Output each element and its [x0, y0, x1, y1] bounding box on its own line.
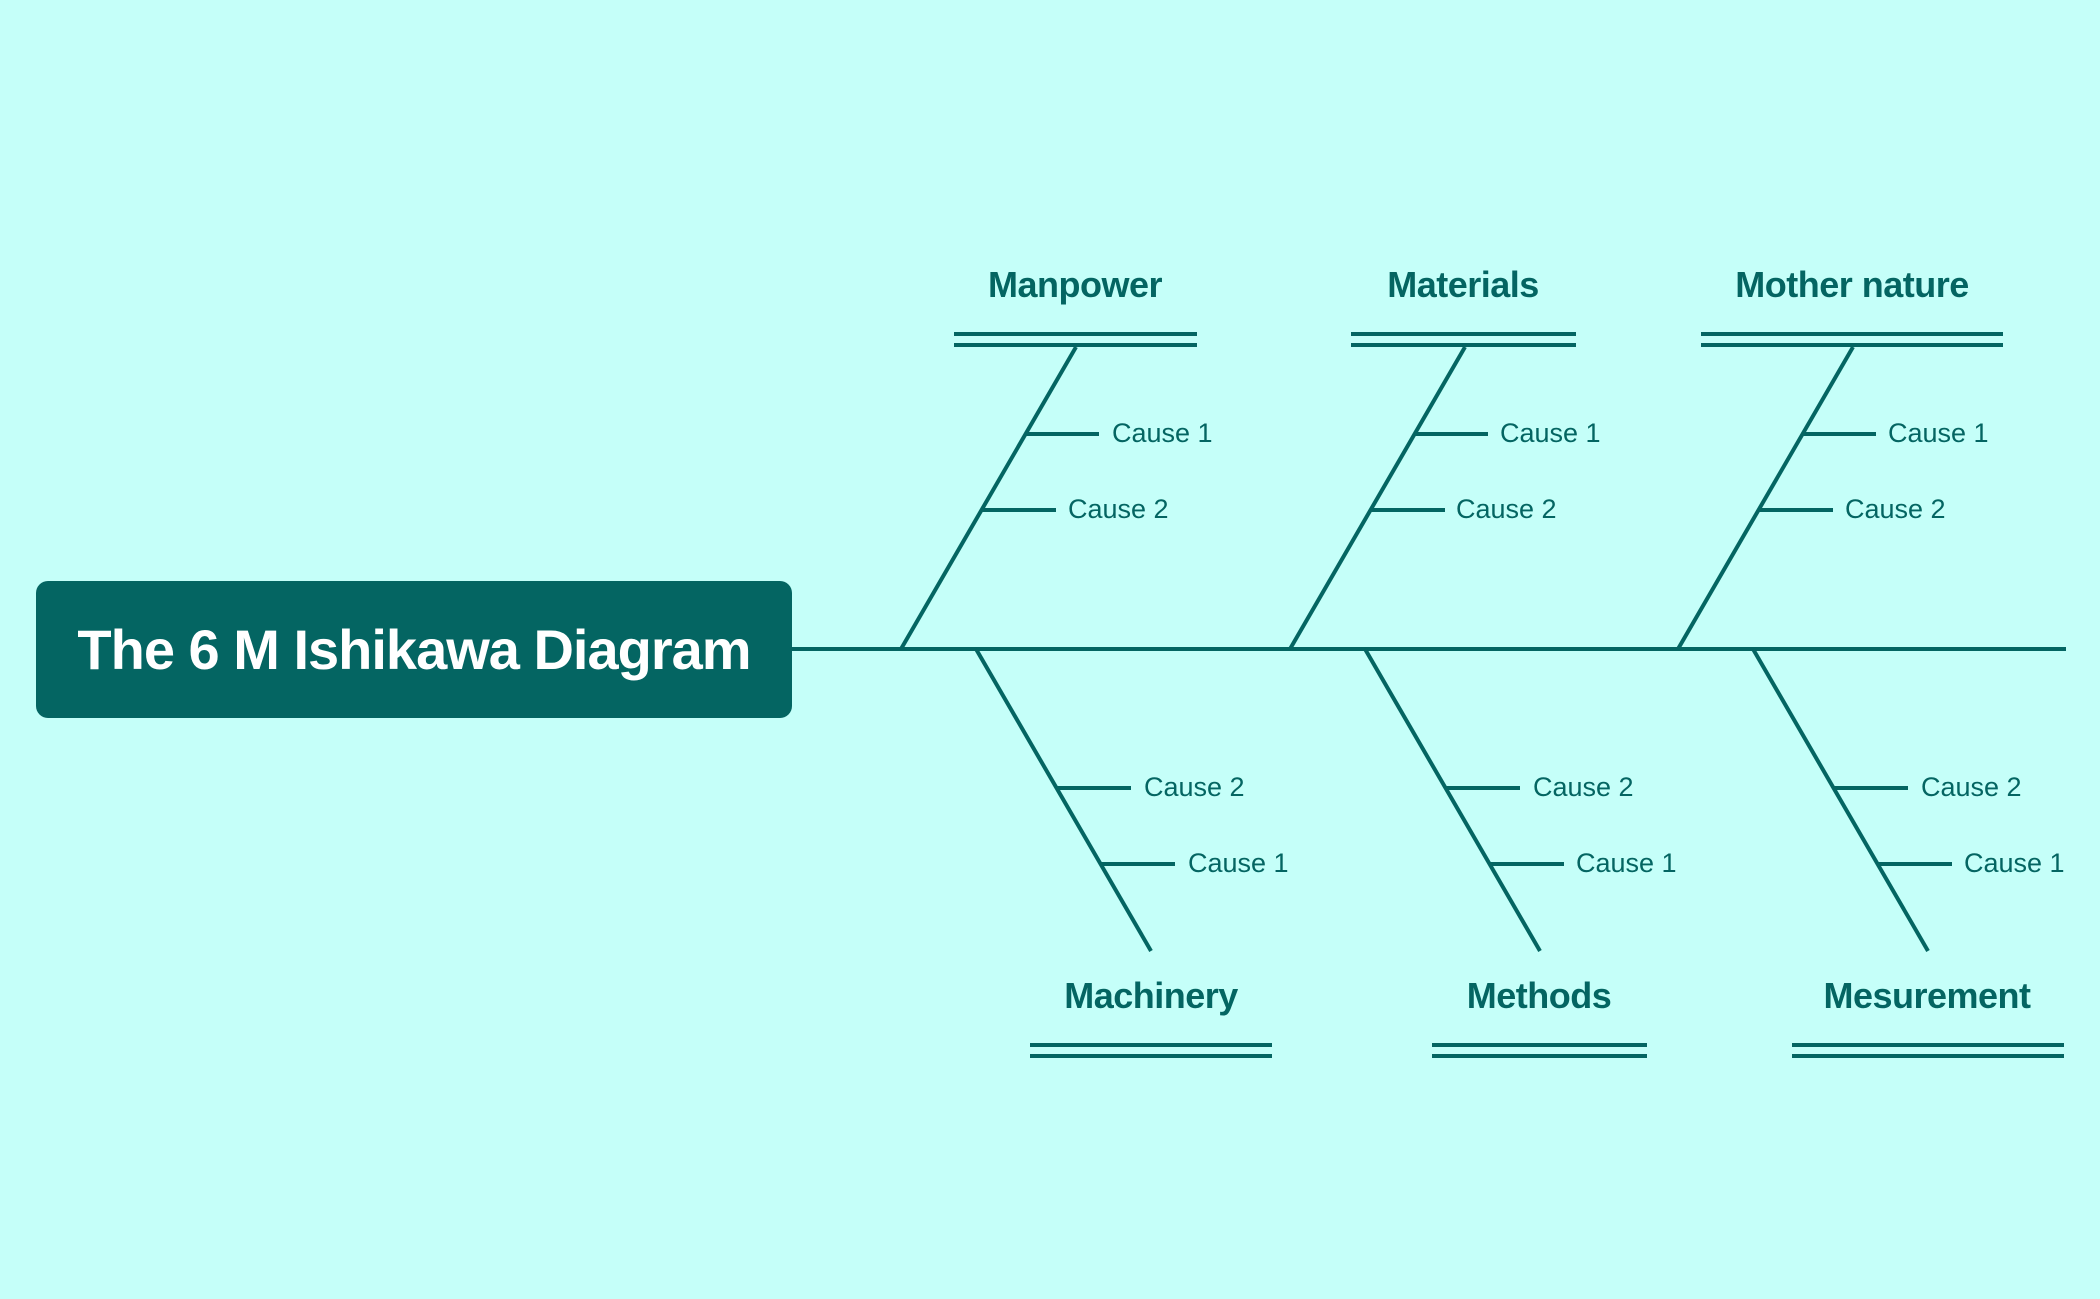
cause-label-mother-nature-2: Cause 2 [1845, 494, 1946, 524]
bone-materials [1288, 345, 1467, 651]
cause-label-materials-1: Cause 1 [1500, 418, 1601, 448]
underline-manpower [954, 332, 1197, 347]
bone-machinery [974, 647, 1153, 953]
category-label-mother-nature: Mother nature [1735, 264, 1969, 305]
category-label-methods: Methods [1466, 975, 1612, 1016]
underline-methods [1432, 1043, 1647, 1058]
underline-mother-nature [1701, 332, 2003, 347]
category-label-materials: Materials [1387, 264, 1539, 305]
category-label-mesurement: Mesurement [1823, 975, 2031, 1016]
bone-mother-nature [1676, 345, 1855, 651]
bone-mesurement [1751, 647, 1930, 953]
cause-label-methods-1: Cause 1 [1576, 848, 1677, 878]
cause-label-machinery-2: Cause 2 [1144, 772, 1245, 802]
underline-machinery [1030, 1043, 1272, 1058]
cause-label-mother-nature-1: Cause 1 [1888, 418, 1989, 448]
diagram-title: The 6 M Ishikawa Diagram [36, 581, 792, 718]
category-label-manpower: Manpower [987, 264, 1163, 305]
category-label-machinery: Machinery [1064, 975, 1238, 1016]
cause-label-manpower-1: Cause 1 [1112, 418, 1213, 448]
cause-label-methods-2: Cause 2 [1533, 772, 1634, 802]
bone-methods [1363, 647, 1542, 953]
cause-label-mesurement-2: Cause 2 [1921, 772, 2022, 802]
cause-label-mesurement-1: Cause 1 [1964, 848, 2065, 878]
underline-materials [1351, 332, 1576, 347]
cause-label-manpower-2: Cause 2 [1068, 494, 1169, 524]
cause-label-machinery-1: Cause 1 [1188, 848, 1289, 878]
bone-manpower [899, 345, 1078, 651]
cause-label-materials-2: Cause 2 [1456, 494, 1557, 524]
underline-mesurement [1792, 1043, 2064, 1058]
